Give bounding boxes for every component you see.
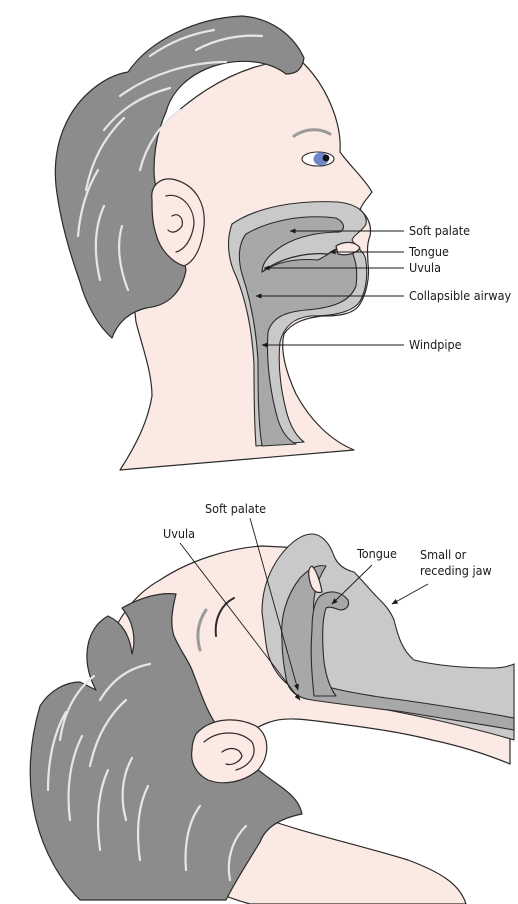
label-soft-palate-top: Soft palate: [409, 223, 470, 238]
upright-head-figure: [55, 16, 372, 470]
label-uvula-top: Uvula: [409, 260, 441, 275]
label-tongue-bottom: Tongue: [356, 546, 397, 561]
label-small-jaw-line1: Small or: [420, 547, 467, 562]
reclined-head-figure: [30, 534, 514, 904]
label-uvula-bottom: Uvula: [163, 526, 195, 541]
label-small-jaw-line2: receding jaw: [420, 563, 492, 578]
label-tongue-top: Tongue: [408, 244, 449, 259]
label-collapsible-airway: Collapsible airway: [409, 288, 511, 303]
label-soft-palate-bottom: Soft palate: [205, 501, 266, 516]
label-windpipe: Windpipe: [409, 337, 462, 352]
upright-pupil: [323, 155, 330, 162]
